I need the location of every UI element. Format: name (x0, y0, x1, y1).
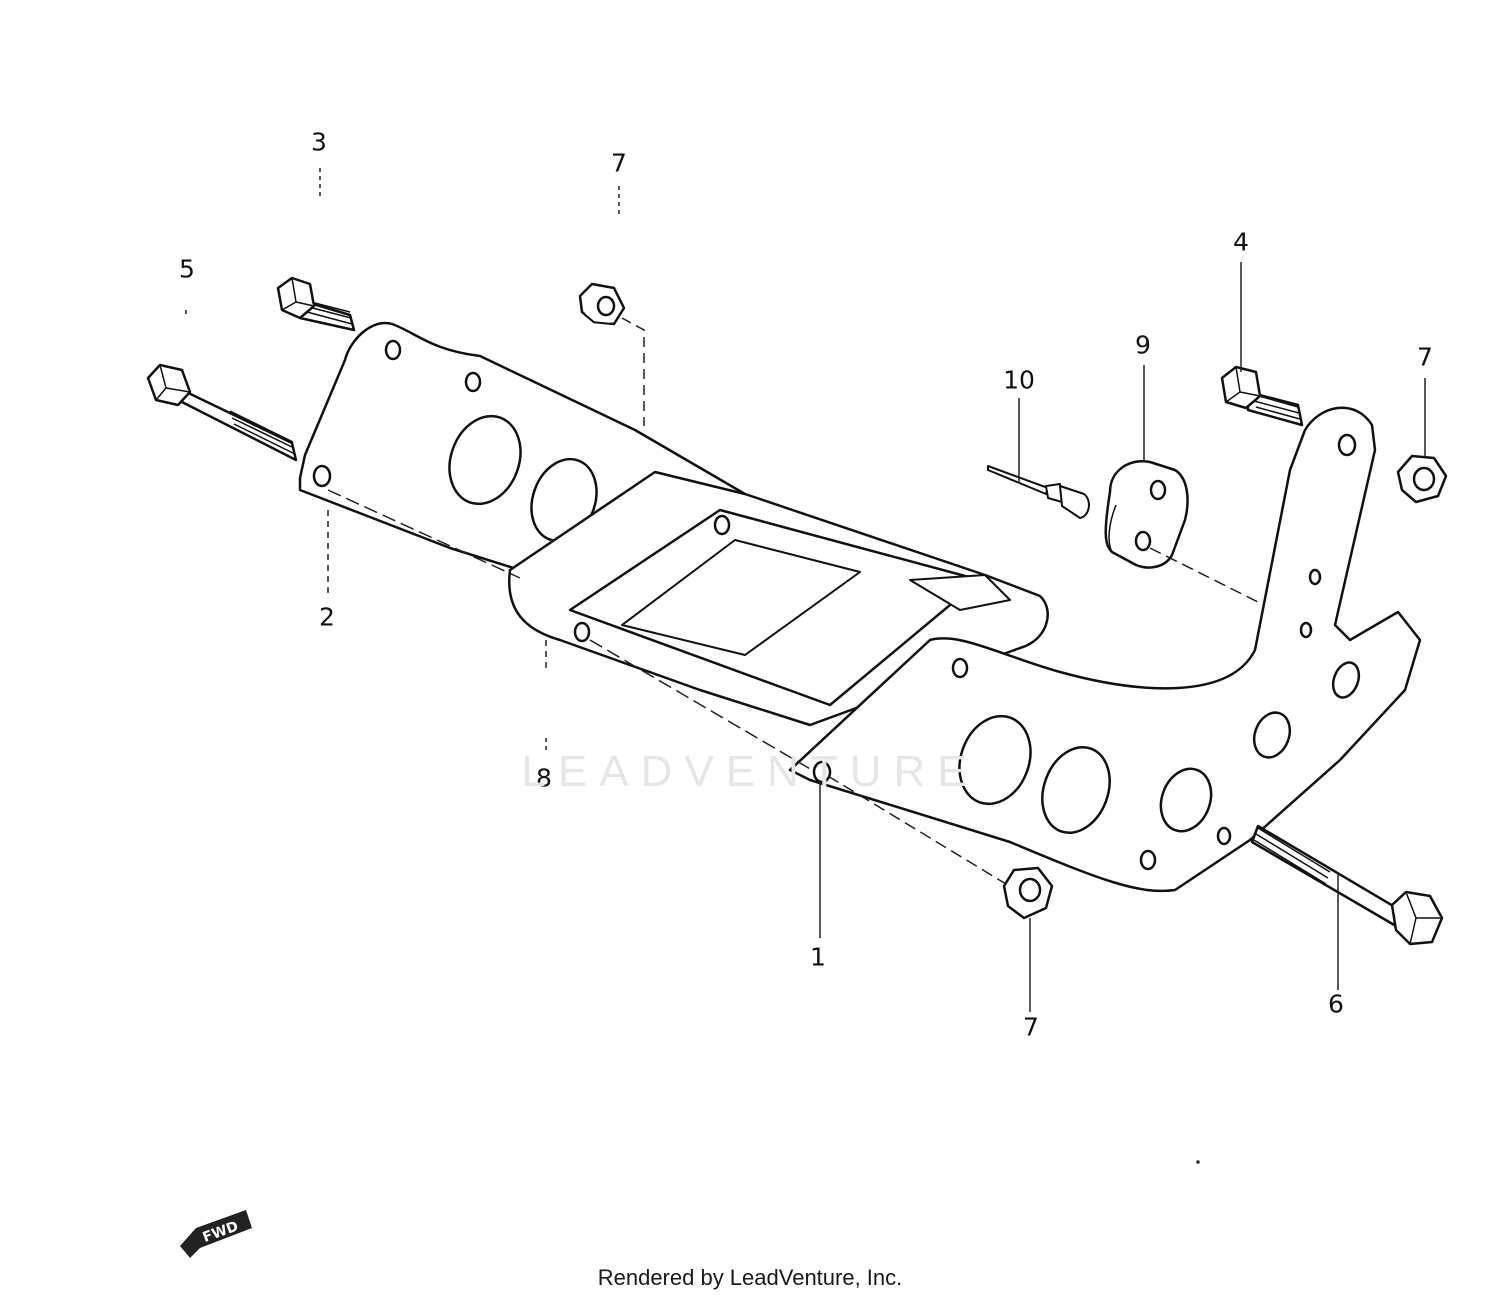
callout-8: 8 (536, 763, 552, 793)
right-bracket-plate (788, 406, 1422, 893)
callout-9: 9 (1135, 330, 1151, 360)
bolt-5 (146, 363, 298, 462)
rivet-10 (987, 465, 1090, 519)
callout-7-bottom: 7 (1023, 1012, 1039, 1042)
spacer-9 (1104, 460, 1189, 569)
bolt-3 (276, 276, 356, 332)
leader-lines (185, 168, 1426, 1164)
render-credit: Rendered by LeadVenture, Inc. (597, 1265, 903, 1290)
nut-7-bottom (1002, 866, 1054, 920)
callout-4: 4 (1233, 227, 1249, 257)
bolt-6 (1250, 824, 1444, 946)
watermark-text: LEADVENTURE (521, 747, 979, 796)
callout-3: 3 (311, 127, 327, 157)
callout-7-right: 7 (1417, 342, 1433, 372)
callout-2: 2 (319, 602, 335, 632)
callout-5: 5 (179, 254, 195, 284)
callout-10: 10 (1003, 365, 1035, 395)
callout-7-top: 7 (611, 148, 627, 178)
fwd-arrow-icon: FWD (180, 1210, 252, 1258)
nut-7-top (578, 282, 626, 326)
bolt-4 (1220, 365, 1304, 427)
callout-1: 1 (810, 942, 826, 972)
nut-7-right (1396, 454, 1448, 504)
callout-6: 6 (1328, 989, 1344, 1019)
